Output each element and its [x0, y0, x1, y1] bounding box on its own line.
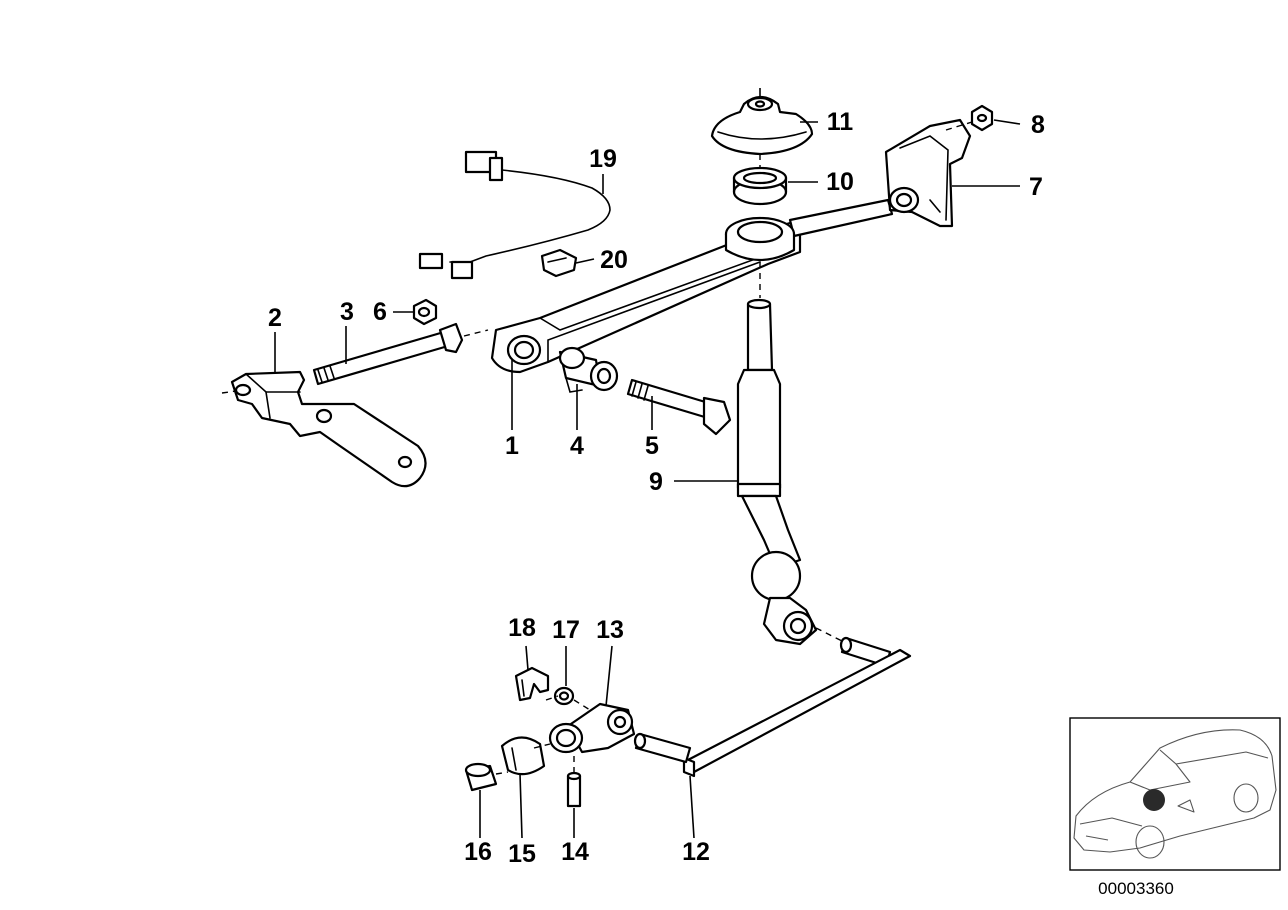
part-2-bracket: [221, 370, 427, 488]
part-10-ring: [732, 166, 788, 206]
label-part-8: 8: [1031, 111, 1045, 139]
part-8-nut: [970, 104, 994, 132]
label-part-16: 16: [464, 838, 492, 866]
label-part-7: 7: [1029, 173, 1043, 201]
part-20-clip: [540, 248, 578, 278]
label-part-9: 9: [649, 468, 663, 496]
part-12-selector-rod: [633, 636, 912, 778]
part-6-nut: [412, 298, 438, 326]
label-part-4: 4: [570, 432, 584, 460]
part-4-bushing: [558, 346, 619, 393]
label-part-11: 11: [827, 108, 854, 136]
label-part-6: 6: [373, 298, 387, 326]
label-part-3: 3: [340, 298, 354, 326]
vehicle-location-inset: [1069, 717, 1281, 871]
label-part-20: 20: [600, 246, 628, 274]
part-7-bracket: [884, 118, 973, 228]
part-1-lever-arm: [490, 198, 905, 374]
part-19-wiring-harness: [418, 150, 611, 280]
label-part-1: 1: [505, 432, 519, 460]
label-part-17: 17: [552, 616, 580, 644]
part-13-joint-housing: [548, 702, 636, 754]
label-part-10: 10: [826, 168, 854, 196]
reference-number: 00003360: [1098, 879, 1174, 898]
label-part-2: 2: [268, 304, 282, 332]
part-14-pin: [566, 771, 582, 808]
part-15-bushing: [500, 736, 546, 776]
part-3-bolt: [312, 322, 489, 386]
part-16-cap: [464, 762, 498, 792]
label-part-19: 19: [589, 145, 617, 173]
leader-lines: [274, 119, 1021, 839]
part-5-pin-bolt: [626, 378, 732, 436]
label-part-5: 5: [645, 432, 659, 460]
part-18-clip: [514, 666, 550, 702]
label-part-14: 14: [561, 838, 589, 866]
label-part-12: 12: [682, 838, 710, 866]
label-part-15: 15: [508, 840, 536, 868]
part-9-shift-rod: [736, 262, 818, 646]
label-part-13: 13: [596, 616, 624, 644]
location-marker-dot: [1143, 789, 1165, 811]
part-11-boot: [710, 88, 814, 156]
label-part-18: 18: [508, 614, 536, 642]
part-17-washer: [553, 686, 575, 706]
